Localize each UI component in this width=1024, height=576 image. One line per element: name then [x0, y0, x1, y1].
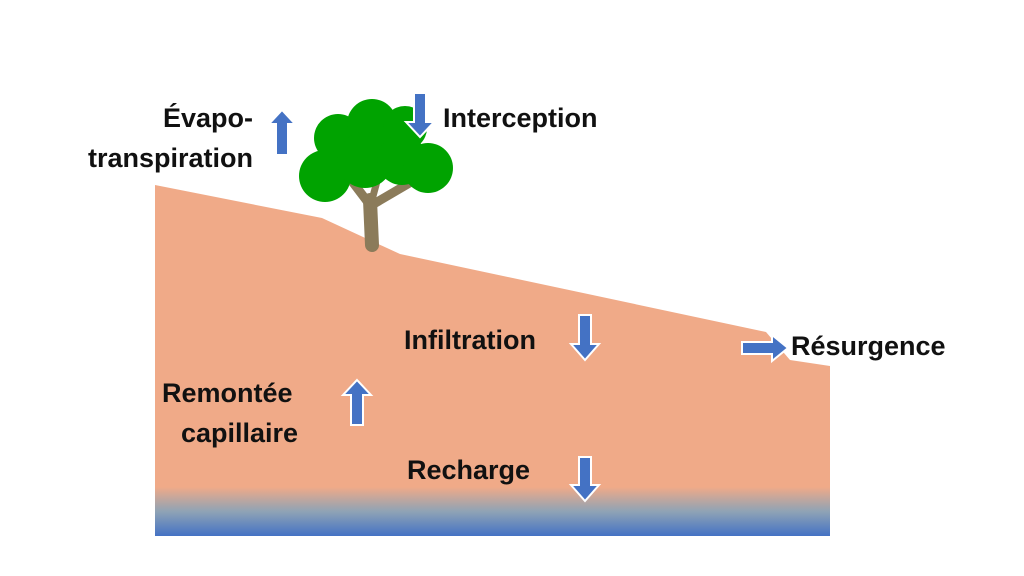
evapotranspiration-label-line1: Évapo- [163, 102, 253, 133]
capillary-rise-label-line1: Remontée [162, 378, 293, 408]
tree-foliage [299, 99, 453, 202]
resurgence-right-arrow [741, 332, 790, 364]
soil-slope [155, 185, 830, 536]
infiltration-down-arrow [568, 314, 602, 362]
evapotranspiration-up-arrow [266, 108, 298, 156]
evapotranspiration-label-line2: transpiration [88, 143, 253, 173]
recharge-label: Recharge [407, 455, 530, 485]
recharge-down-arrow [568, 456, 602, 503]
capillary-rise-label-line2: capillaire [181, 418, 298, 448]
interception-label: Interception [443, 103, 598, 133]
capillary-rise-up-arrow [340, 378, 374, 426]
tree [299, 99, 453, 252]
interception-down-arrow [403, 92, 437, 139]
resurgence-label: Résurgence [791, 331, 946, 361]
infiltration-label: Infiltration [404, 325, 536, 355]
